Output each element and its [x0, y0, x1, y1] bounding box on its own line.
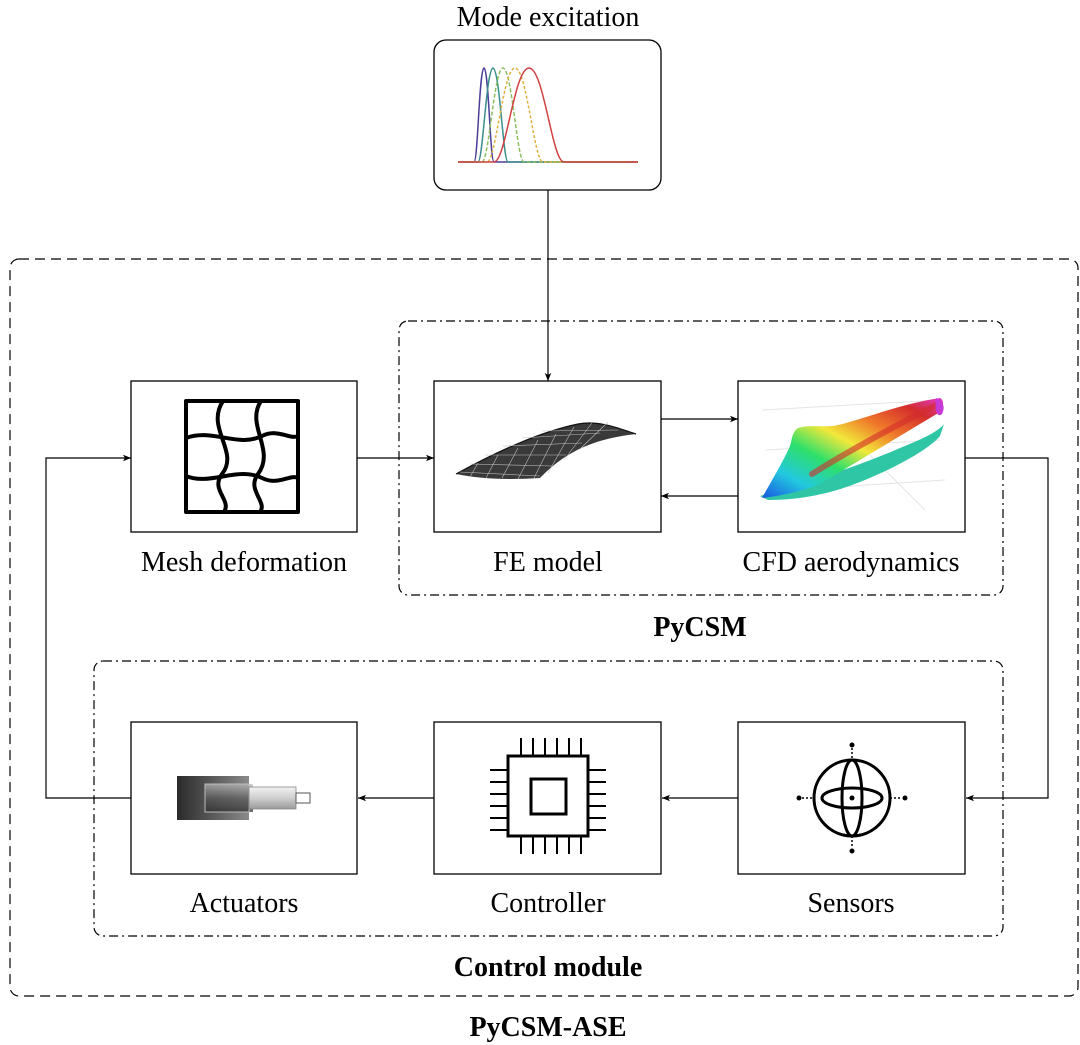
fe-model-label: FE model	[493, 547, 603, 578]
mode-curve-5	[458, 67, 638, 163]
controller-box	[433, 721, 662, 875]
connectors	[45, 190, 1049, 802]
mode-excitation-title: Mode excitation	[457, 2, 640, 33]
mode-curve-1	[458, 67, 638, 163]
cfd-wing-icon	[760, 398, 946, 511]
mode-curve-3	[458, 67, 638, 163]
mode-curve-2	[458, 67, 638, 163]
pycsm-ase-label: PyCSM-ASE	[469, 1012, 626, 1043]
fe-wing-mesh-icon	[455, 421, 637, 480]
arrow-actuators-to-mesh	[45, 454, 131, 799]
mesh-deformation-box	[130, 380, 358, 533]
mesh-deformation-label: Mesh deformation	[141, 547, 347, 578]
actuators-label: Actuators	[190, 888, 299, 919]
gyroscope-icon	[796, 742, 908, 854]
mode-curve-4	[458, 67, 638, 163]
mesh-grid-icon	[184, 399, 300, 514]
pycsm-ase-frame	[9, 258, 1079, 997]
pycsm-label: PyCSM	[653, 612, 746, 643]
actuator-icon	[177, 776, 311, 820]
mode-excitation-plot	[458, 67, 638, 163]
cfd-aerodynamics-label: CFD aerodynamics	[743, 547, 960, 578]
arrow-cfd-to-sensors	[965, 457, 1049, 802]
cpu-chip-icon	[490, 738, 606, 854]
controller-label: Controller	[490, 888, 606, 919]
sensors-label: Sensors	[807, 888, 894, 919]
control-module-label: Control module	[454, 952, 643, 983]
